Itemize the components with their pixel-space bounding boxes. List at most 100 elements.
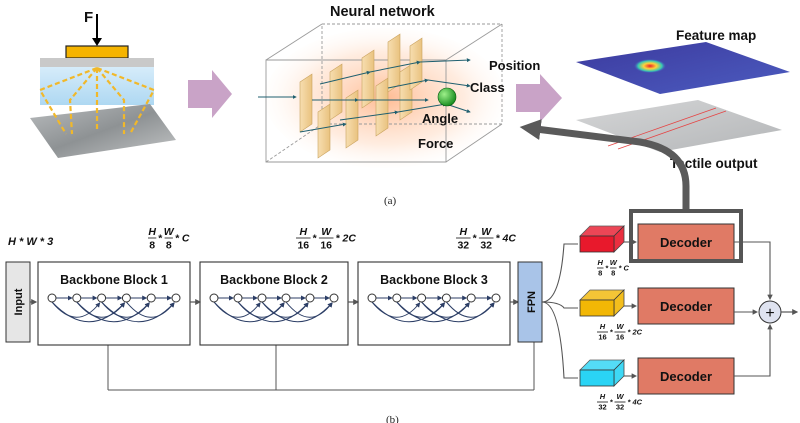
block-connections — [371, 295, 495, 323]
backbone-block-1: Backbone Block 1 — [37, 261, 191, 346]
decoder-1-dims-den2: 8 — [611, 269, 615, 278]
decoder-label: Decoder — [660, 235, 712, 250]
block-3-dims-tail: * 4C — [496, 233, 517, 245]
tactile-map — [576, 100, 782, 152]
block-3-dims: H32*W32* 4C — [456, 226, 516, 252]
output-node — [437, 87, 457, 107]
decoder-2-dims-den2: 16 — [616, 333, 624, 342]
caption-b: (b) — [386, 414, 399, 423]
block-1-dims-tail: * C — [175, 233, 190, 245]
decoder-3-dims-den2: 32 — [616, 403, 624, 412]
decoder-3-dims-num2: W — [616, 392, 624, 401]
feature-cube — [579, 235, 615, 253]
decoder-2-dims: H16*W16* 2C — [597, 322, 643, 342]
feature-map — [576, 42, 790, 94]
block-2-dims: H16*W16* 2C — [296, 226, 356, 252]
flow-arrow-1-icon — [188, 70, 232, 118]
block-1-dims: H8*W8* C — [148, 226, 190, 252]
block-node — [47, 293, 57, 303]
input-dims: H * W * 3 — [8, 236, 53, 248]
block-3-dims-den2: 32 — [480, 240, 492, 252]
block-node — [491, 293, 501, 303]
block-node — [367, 293, 377, 303]
fpn-label: FPN — [526, 291, 538, 313]
block-node — [441, 293, 451, 303]
decoder-box — [637, 223, 735, 261]
force-label: F — [84, 9, 93, 26]
decoder-3-dims-den1: 32 — [598, 403, 606, 412]
block-node — [305, 293, 315, 303]
block-node — [257, 293, 267, 303]
block-node — [209, 293, 219, 303]
flow-arrow-2-icon — [516, 74, 562, 122]
feature-cube — [579, 369, 615, 387]
sum-node: + — [758, 300, 799, 324]
backbone-block-label: Backbone Block 1 — [60, 273, 168, 287]
block-2-dims-num2: W — [321, 226, 332, 238]
decoder-2-dims-num2: W — [616, 322, 624, 331]
block-3-dims-den1: 32 — [457, 240, 469, 252]
decoder-3-dims-num1: H — [600, 392, 606, 401]
feature-cube — [579, 299, 615, 317]
feedback-arrow-icon — [519, 119, 690, 210]
network-connections — [258, 58, 471, 133]
block-node — [281, 293, 291, 303]
block-node — [72, 293, 82, 303]
network-layers — [299, 33, 423, 159]
output-force: Force — [418, 136, 453, 151]
block-1-dims-mul1: * — [158, 233, 163, 245]
block-node — [417, 293, 427, 303]
block-node — [466, 293, 476, 303]
backbone-block-3: Backbone Block 3 — [357, 261, 511, 346]
decoder-highlight-frame — [629, 209, 743, 263]
sensor-illustration: F — [30, 9, 176, 158]
membrane-layer — [40, 58, 154, 67]
skip-bus — [107, 342, 535, 391]
block-1-dims-den1: 8 — [149, 240, 155, 252]
decoder-label: Decoder — [660, 369, 712, 384]
backbone-block-2: Backbone Block 2 — [199, 261, 349, 346]
press-plate — [65, 45, 129, 59]
block-node — [392, 293, 402, 303]
light-paths — [38, 66, 156, 135]
block-connections — [213, 295, 333, 323]
block-node — [97, 293, 107, 303]
output-position: Position — [489, 58, 540, 73]
decoder-3-dims-tail: * 4C — [628, 398, 643, 407]
decoder-1-dims-mul1: * — [606, 264, 609, 273]
block-node — [146, 293, 156, 303]
feature-hotspot — [634, 59, 666, 73]
block-node — [121, 293, 131, 303]
block-2-dims-den2: 16 — [320, 240, 332, 252]
decoder-1-dims-tail: * C — [619, 264, 630, 273]
decoder-label: Decoder — [660, 299, 712, 314]
decoder-3-dims: H32*W32* 4C — [597, 392, 643, 412]
fpn-box — [517, 261, 543, 343]
decoder-1-dims-den1: 8 — [598, 269, 602, 278]
output-class: Class — [470, 80, 505, 95]
block-1-dims-num1: H — [148, 226, 156, 238]
caption-a: (a) — [384, 195, 397, 207]
decoder-box — [637, 287, 735, 325]
block-connections — [51, 295, 175, 323]
block-2-dims-num1: H — [300, 226, 308, 238]
sum-symbol: + — [765, 305, 774, 322]
decoder-1-dims-num2: W — [610, 258, 618, 267]
input-box — [5, 261, 31, 343]
output-maps: Feature map Tactile output — [576, 28, 790, 171]
block-1-dims-num2: W — [164, 226, 175, 238]
neural-network-illustration: Neural network — [258, 4, 540, 168]
sensor-surface — [30, 104, 176, 158]
block-3-dims-mul1: * — [473, 233, 478, 245]
block-1-dims-den2: 8 — [166, 240, 172, 252]
network-title: Neural network — [330, 4, 436, 20]
network-box — [265, 23, 503, 163]
